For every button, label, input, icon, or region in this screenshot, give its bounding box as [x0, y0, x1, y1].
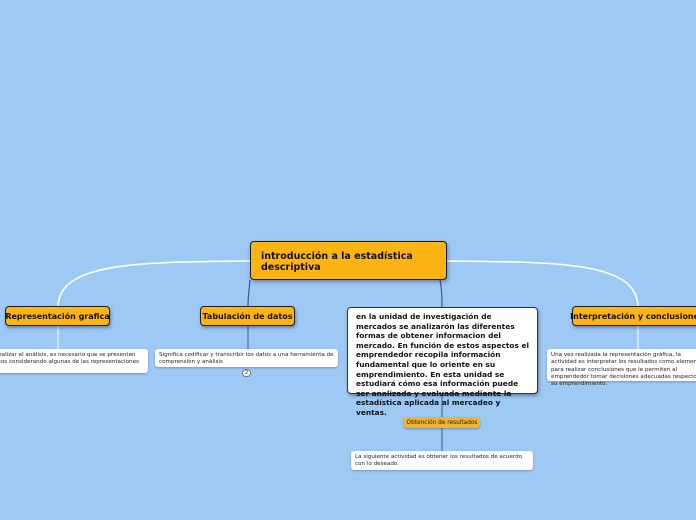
topic-representacion-grafica-label: Representación grafica	[5, 311, 110, 321]
topic-interpretacion-y-conclusiones[interactable]: Interpretación y conclusiones	[570, 306, 696, 326]
connector-root-central	[439, 279, 443, 308]
topic-tabulacion-de-datos[interactable]: Tabulación de datos	[200, 306, 295, 326]
note-interpretacion-y-conclusiones-text: Una vez realizada la representación gráf…	[551, 352, 696, 388]
root-topic[interactable]: introducción a la estadística descriptiv…	[250, 241, 447, 280]
connector-root-representacion	[57, 260, 251, 307]
connector-root-tabulacion	[247, 279, 251, 307]
collapsed-count-badge-text: 2	[244, 370, 249, 376]
note-interpretacion-y-conclusiones[interactable]: Una vez realizada la representación gráf…	[547, 349, 696, 387]
collapsed-count-badge[interactable]: 2	[242, 369, 251, 377]
root-topic-label: introducción a la estadística descriptiv…	[261, 251, 413, 273]
topic-representacion-grafica[interactable]: Representación grafica	[5, 306, 110, 326]
topic-obtencion-de-resultados-label: Obtención de resultados	[406, 419, 478, 426]
note-tabulacion-de-datos[interactable]: Significa codificar y transcribir los da…	[155, 349, 338, 367]
note-tabulacion-de-datos-text: Significa codificar y transcribir los da…	[159, 352, 334, 366]
topic-interpretacion-y-conclusiones-label: Interpretación y conclusiones	[570, 311, 696, 321]
central-description-text: en la unidad de investigación de mercado…	[356, 312, 529, 417]
connector-root-interpretacion	[446, 260, 639, 307]
note-obtencion-de-resultados[interactable]: La siguiente actividad es obtener los re…	[351, 451, 533, 470]
note-obtencion-de-resultados-text: La siguiente actividad es obtener los re…	[355, 454, 523, 468]
central-description-note[interactable]: en la unidad de investigación de mercado…	[347, 307, 538, 417]
topic-obtencion-de-resultados[interactable]: Obtención de resultados	[404, 417, 480, 428]
topic-tabulacion-de-datos-label: Tabulación de datos	[202, 311, 293, 321]
note-representacion-grafica[interactable]: Para realizar el análisis, es necesario …	[0, 349, 148, 373]
note-representacion-grafica-text: Para realizar el análisis, es necesario …	[0, 352, 139, 366]
